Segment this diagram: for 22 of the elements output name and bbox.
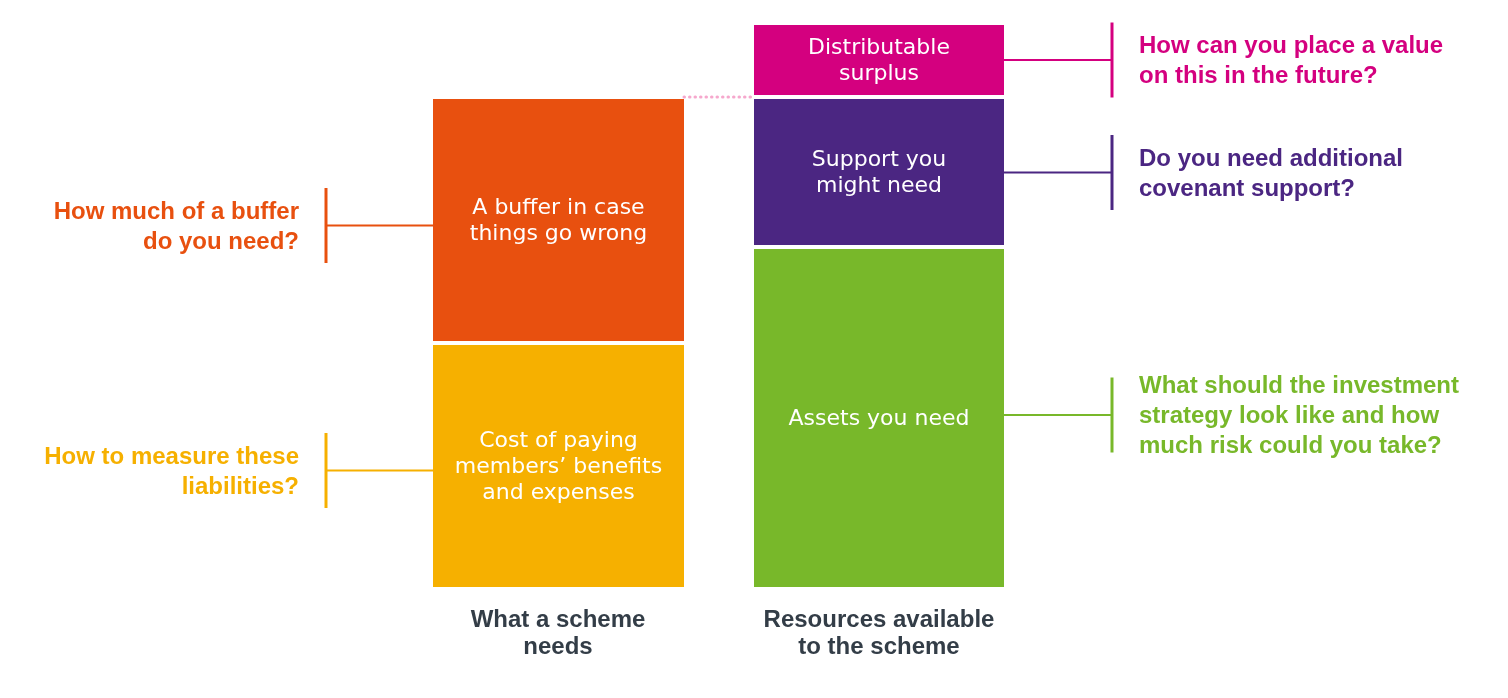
stacked-block (754, 249, 1004, 587)
leader-line (1003, 133, 1114, 212)
column-caption: What a scheme needs (469, 605, 647, 659)
stacked-block (754, 25, 1004, 95)
leader-line (1003, 376, 1114, 454)
block-label: Distributable surplus (807, 34, 951, 86)
question-text: Do you need additional covenant support? (1139, 142, 1404, 203)
leader-line (324, 186, 434, 265)
question-text: How much of a buffer do you need? (52, 195, 299, 256)
leader-line (324, 431, 434, 510)
column-caption: Resources available to the scheme (762, 605, 996, 659)
stacked-block (433, 345, 684, 587)
question-text: What should the investment strategy look like and how much risk could you take? (1139, 370, 1460, 460)
block-label: Support you might need (810, 146, 948, 198)
leader-line (1003, 21, 1114, 99)
stacked-block (433, 99, 684, 341)
block-label: A buffer in case things go wrong (468, 194, 649, 246)
stacked-block (754, 99, 1004, 245)
question-text: How can you place a value on this in the future? (1139, 29, 1445, 90)
block-label: Cost of paying members’ benefits and expenses (453, 427, 664, 505)
block-label: Assets you need (788, 405, 970, 431)
question-text: How to measure these liabilities? (43, 440, 299, 501)
